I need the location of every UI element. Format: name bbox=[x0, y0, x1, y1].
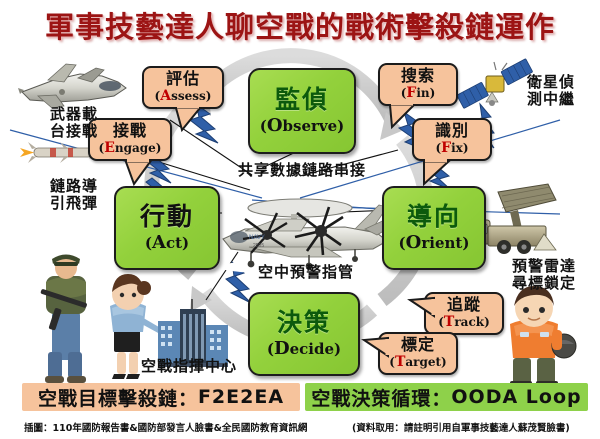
soldier-figure bbox=[40, 254, 92, 383]
callout-assess-cn: 評估 bbox=[165, 69, 200, 88]
banner-ooda-loop-label: 空戰決策循環： bbox=[311, 387, 452, 410]
callout-engage-tail bbox=[124, 157, 152, 187]
callout-fix-tail bbox=[423, 157, 451, 187]
awacs-aircraft-icon: NAVY 2505 bbox=[217, 198, 398, 274]
label-early-warning-radar: 預警雷達 尋標鎖定 bbox=[511, 257, 576, 293]
footnote-illustration-source: 插圖：110年國防報告書&國防部發言人臉書&全民國防教育資訊網 bbox=[24, 423, 308, 434]
callout-assess[interactable]: 評估 (Assess) bbox=[142, 66, 224, 133]
banner-kill-chain-code: F2E2EA bbox=[197, 386, 285, 408]
callout-engage-cn: 接戰 bbox=[112, 121, 147, 140]
callout-track-tail bbox=[407, 296, 437, 318]
ooda-box-observe-cn: 監偵 bbox=[274, 85, 329, 114]
banner-ooda-loop-code: OODA Loop bbox=[451, 386, 582, 408]
svg-text:NAVY: NAVY bbox=[249, 235, 265, 241]
ooda-box-act[interactable]: 行動 (Act) bbox=[114, 186, 220, 270]
ooda-box-observe[interactable]: 監偵 (Observe) bbox=[248, 68, 356, 154]
label-command-center: 空戰指揮中心 bbox=[140, 357, 237, 375]
ooda-box-act-cn: 行動 bbox=[139, 202, 194, 231]
callout-track-en: (Track) bbox=[438, 313, 490, 330]
callout-engage-en: (Engage) bbox=[98, 139, 162, 156]
banner-kill-chain-label: 空戰目標擊殺鏈： bbox=[37, 387, 198, 410]
banner-ooda-loop: 空戰決策循環： OODA Loop bbox=[305, 383, 588, 411]
callout-find[interactable]: 搜索 (Fin) bbox=[378, 63, 458, 130]
label-satellite-relay: 衛星偵 測中繼 bbox=[526, 73, 575, 109]
callout-find-cn: 搜索 bbox=[400, 66, 435, 85]
ooda-box-orient-en: (Orient) bbox=[398, 232, 470, 253]
callout-track[interactable]: 追蹤 (Track) bbox=[407, 292, 504, 336]
page-title: 軍事技藝達人聊空戰的戰術擊殺鏈運作 bbox=[44, 10, 555, 44]
callout-target-cn: 標定 bbox=[400, 335, 435, 354]
callout-target-tail bbox=[361, 336, 391, 358]
callout-fix[interactable]: 識別 (Fix) bbox=[412, 118, 492, 187]
ooda-box-decide-en: (Decide) bbox=[266, 338, 342, 359]
callout-track-cn: 追蹤 bbox=[446, 295, 481, 314]
command-building-icon bbox=[158, 299, 228, 367]
satellite-icon bbox=[456, 58, 533, 109]
label-weapon-platform: 武器載 台接戰 bbox=[49, 105, 98, 141]
label-airborne-command: 空中預警指管 bbox=[257, 263, 354, 281]
callout-target[interactable]: 標定 (Target) bbox=[361, 332, 458, 376]
ooda-box-act-en: (Act) bbox=[144, 232, 190, 253]
callout-find-tail bbox=[388, 100, 417, 130]
pilot-figure bbox=[506, 286, 577, 389]
callout-assess-en: (Assess) bbox=[154, 87, 212, 104]
label-shared-datalink: 共享數據鏈路串接 bbox=[237, 161, 366, 179]
ooda-box-orient[interactable]: 導向 (Orient) bbox=[382, 186, 486, 270]
callout-fix-cn: 識別 bbox=[434, 121, 469, 140]
svg-text:2505: 2505 bbox=[253, 243, 264, 249]
female-officer-figure bbox=[106, 274, 170, 379]
fighter-jet-icon bbox=[18, 63, 127, 109]
footnote-citation: (資料取用：請註明引用自軍事技藝達人蘇茂賢臉書) bbox=[352, 423, 570, 434]
banner-kill-chain: 空戰目標擊殺鏈： F2E2EA bbox=[22, 383, 300, 411]
callout-find-en: (Fin) bbox=[400, 84, 436, 101]
callout-target-en: (Target) bbox=[389, 353, 447, 370]
callout-fix-en: (Fix) bbox=[435, 139, 469, 156]
ooda-box-decide-cn: 決策 bbox=[276, 308, 331, 337]
ooda-box-orient-cn: 導向 bbox=[406, 202, 461, 231]
label-datalink-missile: 鏈路導 引飛彈 bbox=[49, 177, 98, 213]
ooda-box-observe-en: (Observe) bbox=[259, 115, 345, 136]
ooda-box-decide[interactable]: 決策 (Decide) bbox=[248, 292, 360, 376]
callout-assess-tail bbox=[174, 103, 203, 133]
callout-engage[interactable]: 接戰 (Engage) bbox=[88, 118, 172, 187]
